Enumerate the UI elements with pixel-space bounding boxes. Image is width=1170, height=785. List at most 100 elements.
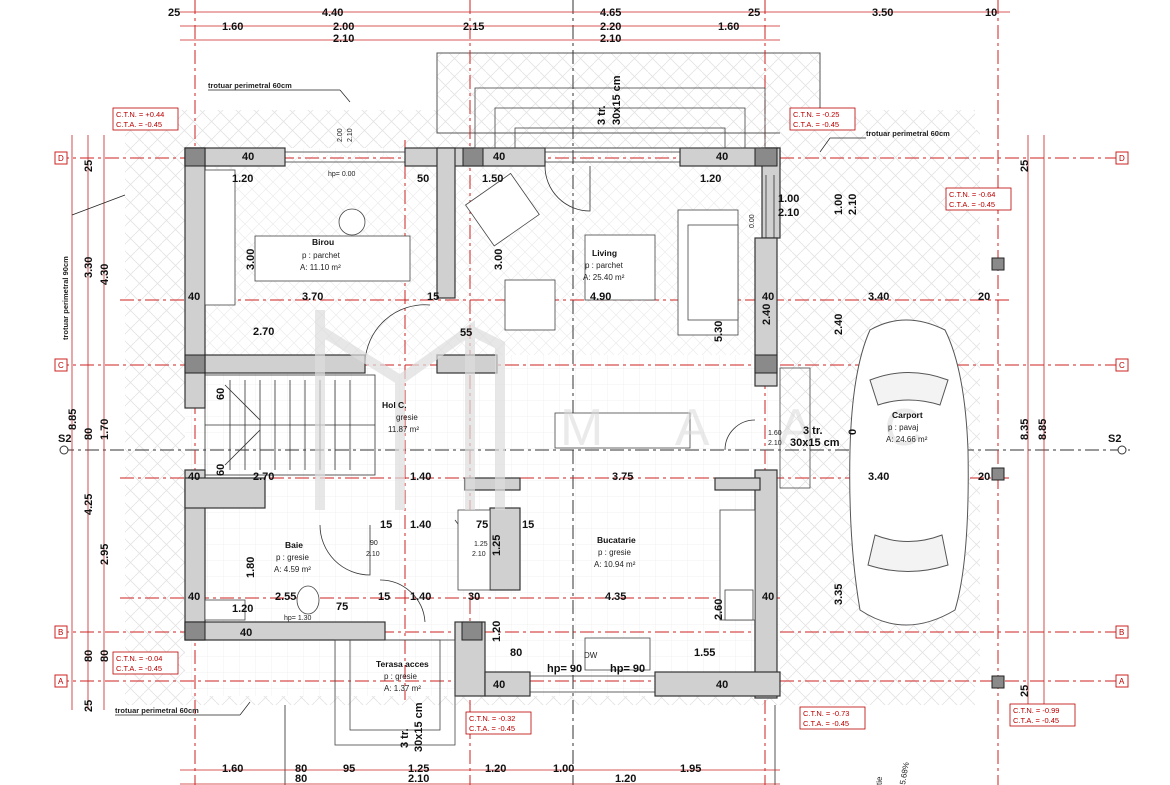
svg-text:3.70: 3.70 xyxy=(302,291,323,303)
windows xyxy=(285,151,775,693)
svg-text:25: 25 xyxy=(1019,685,1031,697)
svg-text:C.T.N. = +0.44: C.T.N. = +0.44 xyxy=(116,110,164,119)
external-steps xyxy=(334,87,811,746)
svg-text:hp= 1.30: hp= 1.30 xyxy=(284,615,312,622)
svg-text:tie: tie xyxy=(875,776,884,785)
svg-text:4.90: 4.90 xyxy=(590,291,611,303)
svg-text:1.25: 1.25 xyxy=(408,763,429,775)
svg-text:15: 15 xyxy=(427,291,439,303)
svg-text:D: D xyxy=(58,154,64,163)
svg-text:2.70: 2.70 xyxy=(253,471,274,483)
svg-text:1.20: 1.20 xyxy=(232,603,253,615)
walkway-notes: trotuar perimetral 60cm trotuar perimetr… xyxy=(61,81,950,716)
svg-text:C.T.A. = -0.45: C.T.A. = -0.45 xyxy=(803,719,849,728)
svg-text:trotuar perimetral 60cm: trotuar perimetral 60cm xyxy=(208,81,292,90)
room-living: Living p : parchet A: 25.40 m² xyxy=(583,248,625,282)
svg-text:15: 15 xyxy=(522,519,534,531)
svg-text:C.T.N. = -0.64: C.T.N. = -0.64 xyxy=(949,190,995,199)
svg-text:1.55: 1.55 xyxy=(694,647,715,659)
axis-tags: D D C C B B A A S2 S2 xyxy=(54,151,1129,688)
svg-text:15: 15 xyxy=(380,519,392,531)
svg-text:DW: DW xyxy=(584,651,598,660)
svg-text:S2: S2 xyxy=(1108,433,1121,445)
svg-text:25: 25 xyxy=(83,700,95,712)
svg-text:C.T.N. = -0.32: C.T.N. = -0.32 xyxy=(469,714,515,723)
svg-text:A: A xyxy=(58,677,64,686)
room-carport: Carport p : pavaj A: 24.66 m² xyxy=(886,410,928,444)
svg-text:3 tr.: 3 tr. xyxy=(399,728,411,748)
svg-text:C.T.N. = -0.04: C.T.N. = -0.04 xyxy=(116,654,162,663)
svg-text:80: 80 xyxy=(83,428,95,440)
svg-text:1.20: 1.20 xyxy=(485,763,506,775)
svg-text:1.40: 1.40 xyxy=(410,471,431,483)
svg-text:Terasa acces: Terasa acces xyxy=(376,659,429,669)
svg-text:55: 55 xyxy=(460,327,472,339)
svg-text:trotuar perimetral 60cm: trotuar perimetral 60cm xyxy=(866,129,950,138)
svg-text:1.20: 1.20 xyxy=(232,173,253,185)
svg-text:D: D xyxy=(1119,154,1125,163)
svg-text:2.20: 2.20 xyxy=(600,21,621,33)
svg-text:1.20: 1.20 xyxy=(700,173,721,185)
svg-text:B: B xyxy=(1119,628,1124,637)
svg-text:40: 40 xyxy=(240,627,252,639)
furniture xyxy=(204,169,756,671)
svg-text:75: 75 xyxy=(336,601,348,613)
svg-text:40: 40 xyxy=(716,679,728,691)
svg-text:1.00: 1.00 xyxy=(553,763,574,775)
svg-text:3 tr.: 3 tr. xyxy=(803,425,823,437)
svg-text:2.40: 2.40 xyxy=(761,304,773,325)
svg-text:3.40: 3.40 xyxy=(868,291,889,303)
svg-text:p : parchet: p : parchet xyxy=(302,251,341,260)
svg-text:A: 1.37 m²: A: 1.37 m² xyxy=(384,684,421,693)
svg-text:30: 30 xyxy=(468,591,480,603)
svg-text:30x15 cm: 30x15 cm xyxy=(790,437,840,449)
svg-text:30x15 cm: 30x15 cm xyxy=(611,75,623,125)
svg-text:5.30: 5.30 xyxy=(713,321,725,342)
svg-text:3.00: 3.00 xyxy=(245,249,257,270)
svg-text:Hol C.: Hol C. xyxy=(382,400,407,410)
svg-text:trotuar perimetral 90cm: trotuar perimetral 90cm xyxy=(61,256,70,340)
svg-text:1.25: 1.25 xyxy=(474,541,488,548)
svg-text:p : pavaj: p : pavaj xyxy=(888,423,918,432)
svg-text:1.60: 1.60 xyxy=(222,21,243,33)
svg-text:80: 80 xyxy=(510,647,522,659)
svg-text:95: 95 xyxy=(343,763,355,775)
svg-text:C.T.A. = -0.45: C.T.A. = -0.45 xyxy=(793,120,839,129)
svg-text:4.40: 4.40 xyxy=(322,7,343,19)
svg-text:S2: S2 xyxy=(58,433,71,445)
svg-text:40: 40 xyxy=(716,151,728,163)
svg-text:40: 40 xyxy=(188,291,200,303)
svg-text:Birou: Birou xyxy=(312,237,334,247)
svg-text:20: 20 xyxy=(978,291,990,303)
svg-text:1.60: 1.60 xyxy=(222,763,243,775)
svg-text:C.T.A. = -0.45: C.T.A. = -0.45 xyxy=(949,200,995,209)
svg-text:40: 40 xyxy=(762,291,774,303)
svg-text:2.15: 2.15 xyxy=(463,21,484,33)
svg-text:40: 40 xyxy=(242,151,254,163)
svg-text:Bucatarie: Bucatarie xyxy=(597,535,636,545)
svg-text:3.35: 3.35 xyxy=(833,584,845,605)
svg-text:30x15 cm: 30x15 cm xyxy=(413,702,425,752)
svg-text:A: 10.94 m²: A: 10.94 m² xyxy=(594,560,636,569)
svg-text:2.40: 2.40 xyxy=(833,314,845,335)
svg-text:2.10: 2.10 xyxy=(778,207,799,219)
svg-text:1.80: 1.80 xyxy=(245,557,257,578)
svg-text:2.00: 2.00 xyxy=(333,21,354,33)
svg-text:1.20: 1.20 xyxy=(491,621,503,642)
svg-text:1.40: 1.40 xyxy=(410,591,431,603)
stairs xyxy=(204,374,376,476)
svg-text:25: 25 xyxy=(168,7,180,19)
svg-text:50: 50 xyxy=(417,173,429,185)
svg-text:A: A xyxy=(1119,677,1125,686)
svg-text:80: 80 xyxy=(295,773,307,785)
svg-text:40: 40 xyxy=(493,151,505,163)
svg-text:C.T.N. = -0.73: C.T.N. = -0.73 xyxy=(803,709,849,718)
svg-text:hp= 90: hp= 90 xyxy=(610,663,645,675)
svg-text:20: 20 xyxy=(978,471,990,483)
svg-text:80: 80 xyxy=(99,650,111,662)
svg-text:15: 15 xyxy=(378,591,390,603)
svg-text:B: B xyxy=(58,628,63,637)
watermark: M A A C xyxy=(315,310,922,510)
svg-text:80: 80 xyxy=(83,650,95,662)
svg-text:1.40: 1.40 xyxy=(410,519,431,531)
